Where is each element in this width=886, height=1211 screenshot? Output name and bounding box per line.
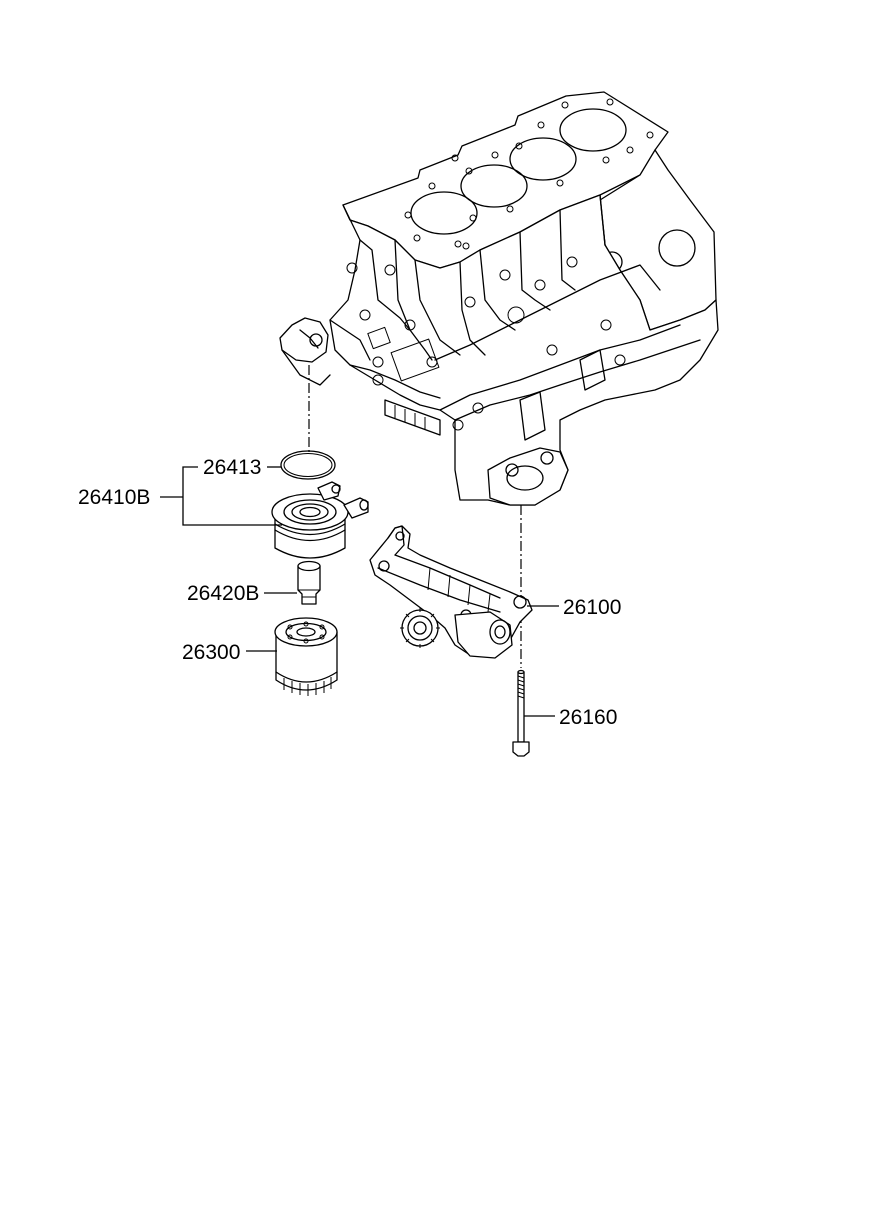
part-label-26300[interactable]: 26300 bbox=[182, 641, 240, 664]
bolt-illustration bbox=[512, 669, 530, 757]
sprocket-illustration bbox=[400, 608, 440, 648]
part-label-26410B[interactable]: 26410B bbox=[78, 486, 150, 509]
oil-filter-illustration bbox=[274, 617, 338, 696]
bracket-26410B bbox=[160, 466, 282, 526]
oil-cooler-illustration bbox=[271, 481, 369, 559]
part-label-26413[interactable]: 26413 bbox=[203, 456, 261, 479]
part-label-26160[interactable]: 26160 bbox=[559, 706, 617, 729]
part-label-26100[interactable]: 26100 bbox=[563, 596, 621, 619]
fitting-illustration bbox=[297, 560, 321, 605]
o-ring-gasket bbox=[280, 450, 336, 480]
engine-block-illustration bbox=[279, 91, 719, 506]
oil-pump-illustration bbox=[369, 525, 533, 659]
part-label-26420B[interactable]: 26420B bbox=[187, 582, 259, 605]
